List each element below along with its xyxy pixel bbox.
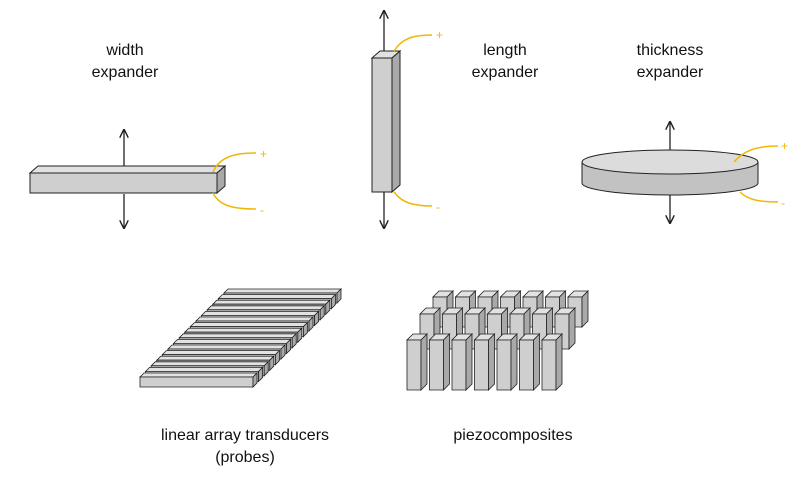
electrode-lead-icon — [393, 34, 433, 52]
pillar-side-face — [510, 333, 518, 391]
electrode-lead-icon — [393, 191, 433, 207]
piezo-pillar — [406, 333, 428, 391]
pillar-side-face — [420, 333, 428, 391]
piezo-pillar — [451, 333, 473, 391]
element-top-face — [144, 366, 264, 372]
length-expander: + - — [370, 11, 443, 228]
element-side-face — [252, 372, 258, 388]
plus-sign: + — [436, 28, 443, 42]
element-top-face — [189, 322, 309, 328]
rod-front-face — [371, 57, 393, 193]
element-top-face — [139, 372, 258, 378]
thickness-expander-label: thickness expander — [628, 40, 712, 84]
piezocomposite-pillars — [406, 290, 589, 391]
pillar-front-face — [429, 339, 444, 391]
label-line: expander — [636, 64, 704, 81]
width-expander: + - — [28, 130, 267, 228]
rod-side-face — [391, 49, 401, 194]
length-expander-label: length expander — [465, 40, 545, 84]
minus-sign: - — [781, 196, 785, 210]
pillar-front-face — [496, 339, 512, 391]
element-side-face — [291, 332, 297, 349]
bar-side-face — [216, 164, 226, 195]
element-side-face — [280, 344, 286, 360]
label-line: linear array transducers — [160, 427, 330, 444]
element-side-face — [308, 316, 314, 332]
minus-sign: - — [436, 200, 440, 214]
piezo-pillar — [473, 333, 496, 391]
element-side-face — [297, 327, 303, 344]
label-line: length — [483, 42, 527, 59]
element-top-face — [206, 305, 326, 311]
element-side-face — [258, 366, 264, 383]
element-top-face — [211, 299, 331, 305]
label-line: piezocomposites — [453, 427, 573, 444]
element-side-face — [319, 304, 325, 321]
element-top-face — [217, 294, 337, 300]
pillar-front-face — [406, 339, 422, 391]
electrode-lead-icon — [739, 191, 779, 203]
electrode-lead-icon — [733, 145, 779, 163]
pillar-side-face — [533, 333, 540, 391]
piezo-pillar — [428, 333, 451, 391]
plus-sign: + — [260, 147, 267, 161]
pillar-side-face — [581, 290, 589, 328]
element-top-face — [150, 361, 270, 367]
element-top-face — [223, 288, 342, 294]
element-side-face — [336, 288, 342, 304]
label-line: expander — [91, 64, 159, 81]
piezocomposites-label: piezocomposites — [438, 425, 588, 447]
linear-array-elements — [139, 288, 342, 388]
element-side-face — [263, 360, 269, 377]
element-side-face — [314, 310, 320, 327]
element-side-face — [330, 293, 336, 310]
element-top-face — [161, 350, 281, 356]
plus-sign: + — [781, 139, 788, 153]
array-element — [139, 372, 258, 388]
element-side-face — [325, 299, 331, 316]
pillar-side-face — [443, 333, 450, 391]
pillar-side-face — [568, 307, 576, 350]
thickness-expander: + - — [581, 122, 788, 223]
pillar-side-face — [465, 333, 473, 391]
minus-sign: - — [260, 203, 264, 217]
piezo-pillar — [541, 333, 563, 391]
element-side-face — [286, 338, 292, 355]
element-front-face — [139, 376, 254, 388]
element-top-face — [178, 333, 298, 339]
pillar-front-face — [541, 339, 557, 391]
element-top-face — [172, 338, 292, 344]
pillar-front-face — [474, 339, 489, 391]
piezo-pillar — [518, 333, 541, 391]
bar-front-face — [29, 172, 218, 194]
label-line: thickness — [636, 42, 704, 59]
element-top-face — [183, 327, 303, 333]
electrode-lead-icon — [212, 192, 257, 210]
element-side-face — [274, 349, 280, 366]
pillar-side-face — [555, 333, 563, 391]
element-top-face — [167, 344, 286, 350]
label-line: (probes) — [215, 449, 275, 466]
piezo-pillar — [496, 333, 518, 391]
pillar-front-face — [519, 339, 534, 391]
disc-top-face — [581, 149, 759, 175]
label-line: width — [106, 42, 144, 59]
element-side-face — [269, 355, 275, 372]
element-top-face — [200, 310, 320, 316]
element-top-face — [195, 316, 314, 322]
electrode-lead-icon — [212, 152, 257, 173]
element-side-face — [302, 321, 308, 338]
pillar-side-face — [488, 333, 495, 391]
linear-array-label: linear array transducers (probes) — [145, 425, 345, 469]
bar-top-face — [28, 165, 227, 174]
element-top-face — [155, 355, 275, 361]
pillar-front-face — [451, 339, 467, 391]
width-expander-label: width expander — [90, 40, 160, 84]
label-line: expander — [471, 64, 539, 81]
